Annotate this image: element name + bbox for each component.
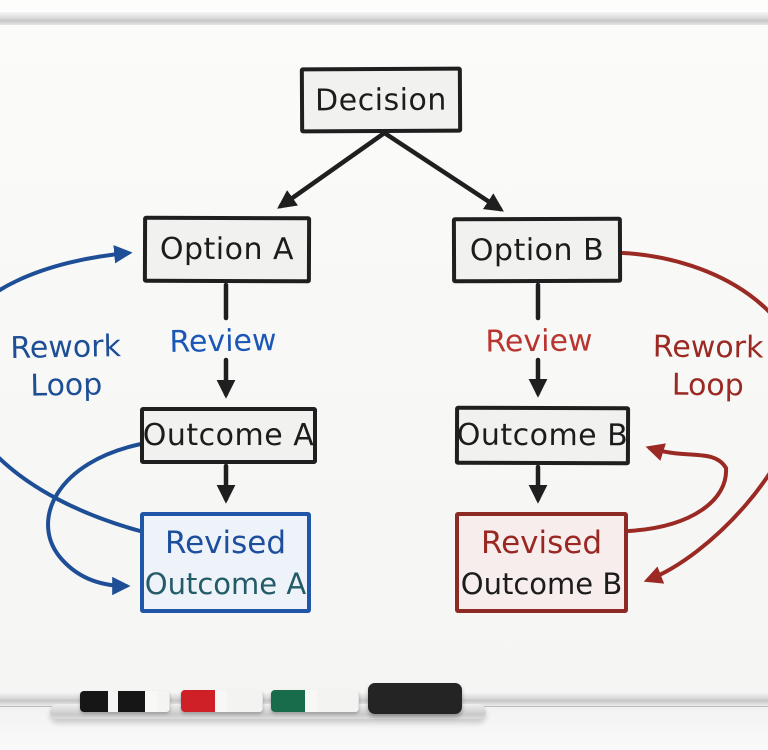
node-revised-b-line1: Revised: [480, 524, 603, 561]
red-marker: [181, 690, 263, 712]
green-marker-body: [305, 690, 359, 712]
label-rework-left-line2: Loop: [30, 367, 103, 404]
node-option-a-label: Option A: [159, 231, 295, 268]
black-marker: [80, 691, 170, 712]
label-rework-right-line2: Loop: [671, 367, 744, 404]
black-marker-cap: [80, 691, 108, 712]
node-option-a: Option A: [142, 215, 312, 284]
node-revised-b-line2: Outcome B: [460, 566, 623, 601]
whiteboard-eraser: [368, 683, 462, 714]
green-marker: [271, 690, 359, 712]
node-outcome-b-label: Outcome B: [456, 417, 629, 454]
node-revised-outcome-b: Revised Outcome B: [455, 512, 628, 613]
node-outcome-a: Outcome A: [140, 407, 317, 464]
label-review-b: Review: [485, 323, 593, 360]
node-revised-a-line1: Revised: [164, 524, 287, 561]
black-marker-body: [118, 691, 145, 712]
red-marker-cap: [181, 690, 215, 712]
red-marker-body: [215, 690, 263, 712]
node-option-b-label: Option B: [469, 232, 605, 268]
label-rework-right-line1: Rework: [652, 329, 764, 366]
label-rework-loop-left: Rework Loop: [3, 328, 128, 406]
green-marker-cap: [271, 690, 305, 712]
node-revised-a-line2: Outcome A: [144, 566, 307, 601]
label-rework-loop-right: Rework Loop: [646, 328, 768, 405]
node-revised-outcome-a: Revised Outcome A: [140, 512, 311, 613]
node-outcome-b: Outcome B: [454, 405, 631, 466]
label-rework-left-line1: Rework: [10, 329, 122, 366]
node-decision-label: Decision: [315, 82, 447, 118]
node-option-b: Option B: [451, 216, 623, 284]
black-marker-ring: [108, 691, 118, 712]
label-review-a: Review: [169, 323, 277, 360]
node-decision: Decision: [299, 66, 463, 134]
node-outcome-a-label: Outcome A: [142, 418, 315, 453]
black-marker-tail: [145, 691, 170, 712]
